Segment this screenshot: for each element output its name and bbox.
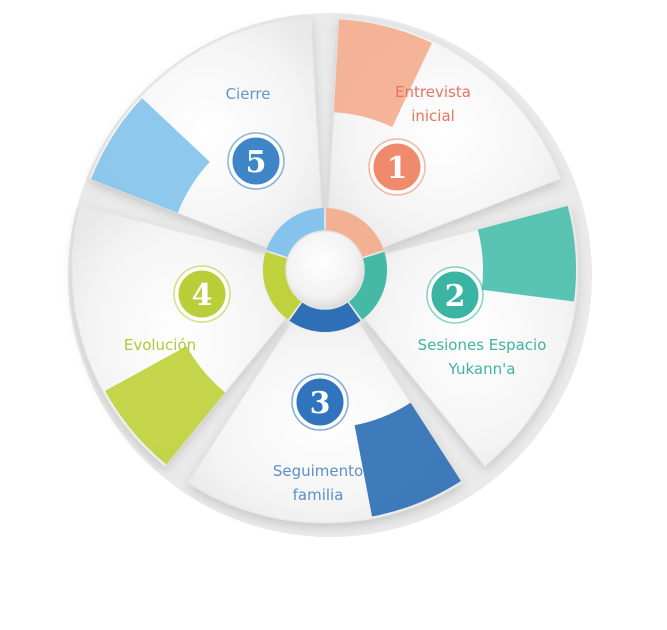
inner-ring-slice-2: [348, 251, 387, 320]
step-5-label-line-1: Cierre: [226, 85, 271, 103]
step-3-badge-ring: [291, 373, 349, 431]
step-1-number: 1: [387, 151, 408, 186]
step-4-label-line-1: Evolución: [124, 336, 196, 354]
step-2-label-line-2: Yukann'a: [448, 360, 516, 378]
step-1-label-line-2: inicial: [411, 107, 455, 125]
step-2-label-line-1: Sesiones Espacio: [418, 336, 547, 354]
segment-2-accent: [477, 205, 576, 302]
step-1-label-line-1: Entrevista: [395, 83, 471, 101]
inner-ring-slice-1: [325, 208, 384, 258]
segment-5-accent: [90, 98, 210, 213]
step-3-label-line-1: Seguimento: [273, 462, 363, 480]
segments-layer: [71, 16, 579, 524]
segment-3-accent: [354, 402, 461, 517]
step-5-number: 5: [246, 145, 267, 180]
inner-ring-slice-3: [289, 301, 361, 332]
step-3-label-line-2: familia: [293, 486, 344, 504]
segment-1-accent: [333, 19, 432, 128]
inner-ring-slice-5: [266, 208, 325, 258]
step-2-badge: [428, 268, 482, 322]
step-1-badge: [370, 140, 424, 194]
center-hub: [285, 230, 365, 310]
inner-ring-slice-4: [263, 251, 302, 320]
step-4-badge: [175, 267, 229, 321]
inner-ring: [263, 208, 387, 332]
step-3-number: 3: [310, 386, 331, 421]
step-2-number: 2: [445, 279, 466, 314]
segment-4-accent: [105, 346, 226, 465]
step-1-badge-ring: [368, 138, 426, 196]
step-5-badge-ring: [227, 132, 285, 190]
step-2-badge-ring: [426, 266, 484, 324]
step-4-number: 4: [192, 278, 213, 313]
step-5-badge: [229, 134, 283, 188]
step-3-badge: [293, 375, 347, 429]
step-4-badge-ring: [173, 265, 231, 323]
